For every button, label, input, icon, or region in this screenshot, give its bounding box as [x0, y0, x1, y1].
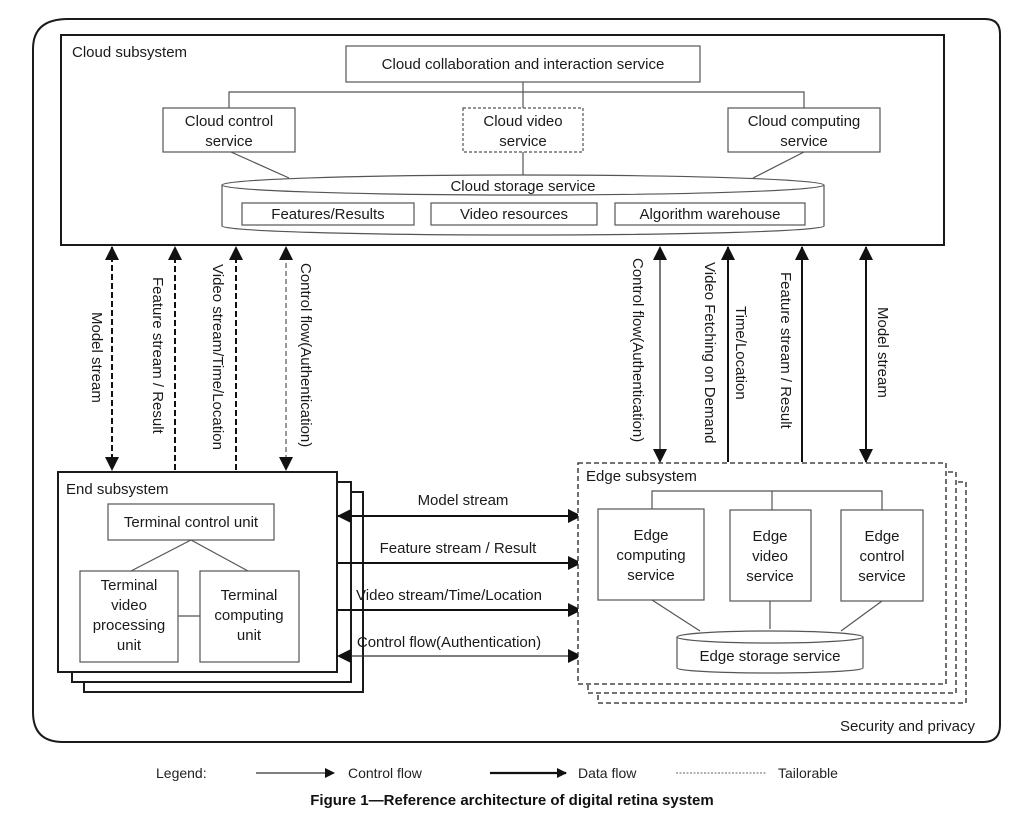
legend: Legend: Control flow Data flow Tailorabl…: [156, 765, 838, 781]
end-edge-model-label: Model stream: [418, 492, 509, 509]
cloud-control-label-2: service: [205, 133, 253, 150]
terminal-computing-unit-label-1: Terminal: [221, 587, 278, 604]
cloud-control-label-1: Cloud control: [185, 113, 273, 130]
cloud-video-box: [462, 107, 584, 153]
cloud-video-label-1: Cloud video: [483, 113, 562, 130]
edge-computing-box: [597, 508, 705, 601]
terminal-video-unit-label-3: processing: [93, 617, 166, 634]
edge-video-label-3: service: [746, 568, 794, 585]
cloud-collab-label: Cloud collaboration and interaction serv…: [382, 56, 665, 73]
edge-cloud-model-label: Model stream: [874, 307, 891, 398]
edge-subsystem: Edge subsystem Edge computing service Ed…: [577, 462, 967, 704]
edge-cloud-time-label: Time/Location: [732, 306, 749, 400]
edge-cloud-video-label: Video Fetching on Demand: [701, 262, 718, 444]
edge-control-label-1: Edge: [864, 528, 899, 545]
edge-computing-label-3: service: [627, 567, 675, 584]
storage-item-features-label: Features/Results: [271, 206, 384, 223]
end-cloud-links: Model stream Feature stream / Result Vid…: [88, 246, 314, 471]
edge-control-box: [840, 509, 924, 602]
terminal-computing-unit-label-3: unit: [237, 627, 262, 644]
end-subsystem: End subsystem Terminal control unit Term…: [57, 471, 364, 693]
edge-storage-cylinder: [676, 630, 864, 674]
cloud-control-box: [162, 107, 296, 153]
legend-title: Legend:: [156, 765, 207, 781]
edge-subsystem-title: Edge subsystem: [586, 468, 697, 485]
cloud-video-label-2: service: [499, 133, 547, 150]
cloud-computing-box: [727, 107, 881, 153]
end-subsystem-title: End subsystem: [66, 481, 169, 498]
edge-cloud-feature-label: Feature stream / Result: [777, 272, 794, 430]
cloud-computing-label-2: service: [780, 133, 828, 150]
end-cloud-control-label: Control flow(Authentication): [297, 263, 314, 447]
terminal-computing-unit-label-2: computing: [214, 607, 283, 624]
edge-video-label-2: video: [752, 548, 788, 565]
storage-item-video-label: Video resources: [460, 206, 568, 223]
edge-storage-label: Edge storage service: [700, 648, 841, 665]
terminal-control-unit-box: [107, 503, 275, 541]
edge-control-label-3: service: [858, 568, 906, 585]
legend-data-flow-label: Data flow: [578, 765, 637, 781]
end-edge-video-label: Video stream/Time/Location: [356, 587, 542, 604]
legend-control-flow-label: Control flow: [348, 765, 423, 781]
figure-caption: Figure 1—Reference architecture of digit…: [310, 792, 713, 809]
storage-item-algorithm: [614, 202, 806, 226]
terminal-video-unit-box: [79, 570, 179, 663]
cloud-subsystem-title: Cloud subsystem: [72, 44, 187, 61]
storage-item-features: [241, 202, 415, 226]
storage-item-video: [430, 202, 598, 226]
end-edge-links: Model stream Feature stream / Result Vid…: [337, 492, 582, 663]
cloud-collab-box: [345, 45, 701, 83]
cloud-storage-label: Cloud storage service: [450, 178, 595, 195]
end-cloud-feature-label: Feature stream / Result: [149, 277, 166, 435]
terminal-video-unit-label-4: unit: [117, 637, 142, 654]
end-cloud-model-label: Model stream: [88, 312, 105, 403]
legend-tailorable-label: Tailorable: [778, 765, 838, 781]
storage-item-algorithm-label: Algorithm warehouse: [640, 206, 781, 223]
cloud-computing-label-1: Cloud computing: [748, 113, 861, 130]
end-edge-control-label: Control flow(Authentication): [357, 634, 541, 651]
cloud-subsystem: Cloud subsystem Cloud collaboration and …: [60, 34, 945, 246]
terminal-computing-unit-box: [199, 570, 300, 663]
security-label: Security and privacy: [840, 718, 976, 735]
end-edge-feature-label: Feature stream / Result: [380, 540, 538, 557]
end-cloud-video-label: Video stream/Time/Location: [209, 264, 226, 450]
edge-computing-label-2: computing: [616, 547, 685, 564]
edge-cloud-links: Control flow(Authentication) Video Fetch…: [629, 246, 891, 463]
terminal-video-unit-label-1: Terminal: [101, 577, 158, 594]
edge-video-label-1: Edge: [752, 528, 787, 545]
edge-cloud-control-label: Control flow(Authentication): [629, 258, 646, 442]
terminal-control-unit-label: Terminal control unit: [124, 514, 259, 531]
terminal-video-unit-label-2: video: [111, 597, 147, 614]
edge-control-label-2: control: [859, 548, 904, 565]
edge-computing-label-1: Edge: [633, 527, 668, 544]
security-boundary: [32, 18, 1001, 743]
